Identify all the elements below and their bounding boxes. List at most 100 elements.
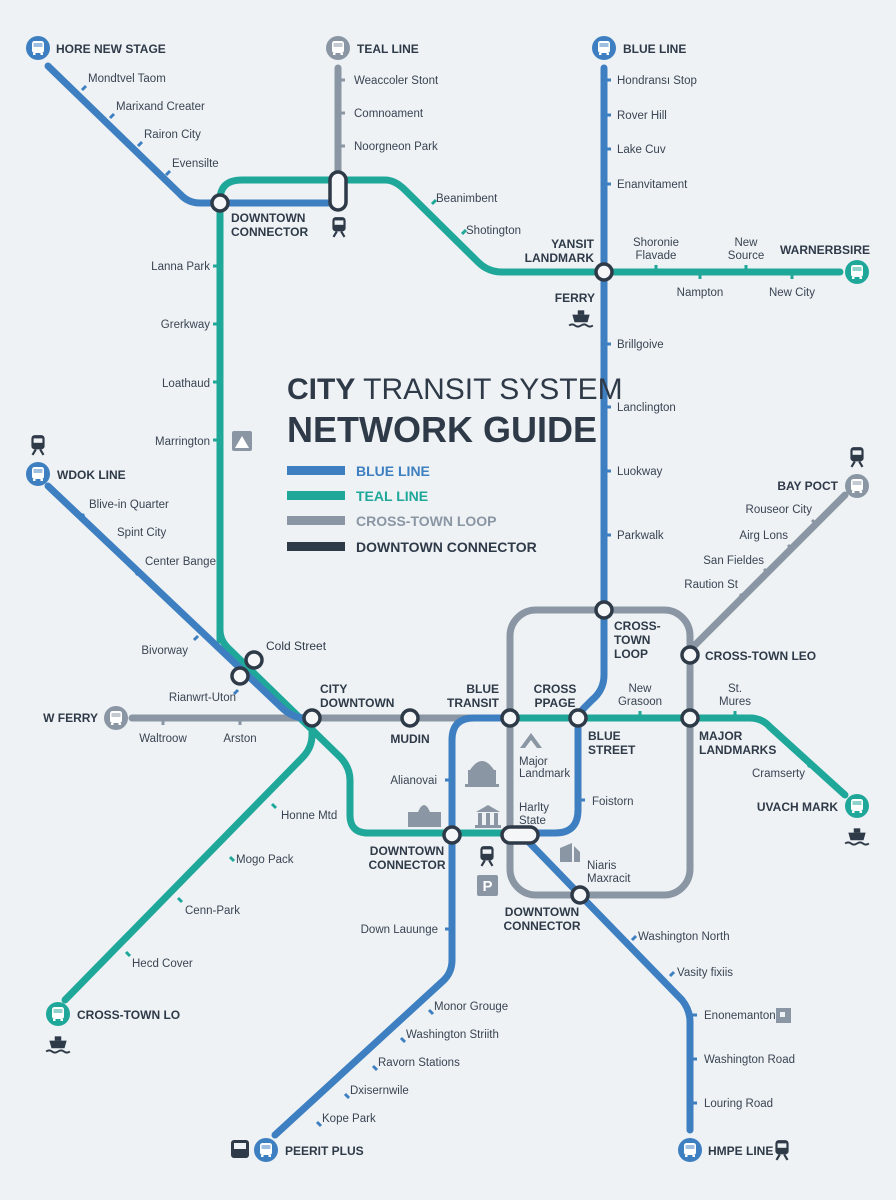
bus-icon bbox=[845, 474, 869, 498]
station-label: Enanvitament bbox=[617, 179, 688, 191]
station-label: Alianovai bbox=[390, 775, 437, 787]
station-label: MUDIN bbox=[390, 732, 429, 746]
train-icon bbox=[331, 216, 347, 238]
station-label: New bbox=[734, 237, 758, 249]
station-label: Nampton bbox=[677, 287, 724, 299]
station-label: Cenn-Park bbox=[185, 905, 240, 917]
train-icon bbox=[774, 1139, 790, 1161]
station-label: Cold Street bbox=[266, 639, 327, 653]
museum-icon bbox=[475, 805, 501, 828]
station-label: Monor Grouge bbox=[434, 1001, 508, 1013]
station-label: Lanna Park bbox=[151, 261, 210, 273]
interchange-labels: DOWNTOWN CONNECTOR YANSIT LANDMARK FERRY… bbox=[231, 211, 816, 933]
station-label: TEAL LINE bbox=[356, 488, 428, 504]
capitol-icon bbox=[465, 761, 499, 787]
parking-icon: P bbox=[477, 875, 498, 896]
capitol-icon bbox=[408, 805, 441, 827]
station-label: Parkwalk bbox=[617, 530, 664, 542]
station-label: P bbox=[482, 878, 492, 895]
station-label: WDOK LINE bbox=[57, 468, 126, 482]
station-label: Grasoon bbox=[618, 696, 662, 708]
station-label: DOWNTOWN bbox=[505, 905, 579, 919]
station-label: BLUE bbox=[466, 682, 499, 696]
station-label: CITY bbox=[320, 682, 347, 696]
station-label: MAJOR bbox=[699, 729, 743, 743]
station-label: CROSS- bbox=[614, 619, 661, 633]
station-label: Center Bange bbox=[145, 556, 216, 568]
station-ticks bbox=[78, 78, 818, 1128]
station-label: Rover Hill bbox=[617, 110, 667, 122]
station-label: Rouseor City bbox=[746, 504, 813, 516]
station-label: Spint City bbox=[117, 527, 166, 539]
landmark-icon bbox=[776, 1008, 791, 1023]
station-label: Loathaud bbox=[162, 378, 210, 390]
station-label: Hondransı Stop bbox=[617, 75, 697, 87]
station-label: Noorgneon Park bbox=[354, 141, 438, 153]
station-label: BAY POCT bbox=[777, 479, 838, 493]
landmark-icon bbox=[232, 431, 252, 451]
legend-item-teal-line: TEAL LINE bbox=[287, 488, 428, 504]
station-label: Blive-in Quarter bbox=[89, 499, 169, 511]
station-label: Arston bbox=[223, 733, 256, 745]
station-label: Marrington bbox=[155, 436, 210, 448]
train-icon bbox=[849, 446, 865, 468]
station-label: Honne Mtd bbox=[281, 810, 337, 822]
teal-line bbox=[61, 176, 849, 1004]
station-label: Washington North bbox=[638, 931, 730, 943]
station-label: Shoronie bbox=[633, 237, 679, 249]
landmark-icon bbox=[520, 733, 542, 748]
station-label: Evensilte bbox=[172, 158, 219, 170]
station-label: Marixand Creater bbox=[116, 101, 205, 113]
station-label: Flavade bbox=[636, 250, 677, 262]
station-label: FERRY bbox=[555, 291, 595, 305]
station-label: Niaris bbox=[587, 860, 617, 872]
station-label: PEERIT PLUS bbox=[285, 1144, 364, 1158]
legend-item-downtown-connector: DOWNTOWN CONNECTOR bbox=[287, 539, 537, 555]
station-label: DOWNTOWN bbox=[231, 211, 305, 225]
station-label: TRANSIT bbox=[447, 696, 500, 710]
bus-icon bbox=[845, 794, 869, 818]
station-label: W FERRY bbox=[43, 711, 98, 725]
station-label: Raution St bbox=[684, 579, 739, 591]
station-label: Washington Striith bbox=[406, 1029, 499, 1041]
station-label: Weaccoler Stont bbox=[354, 75, 439, 87]
station-label: Ravorn Stations bbox=[378, 1057, 460, 1069]
station-label: Mogo Pack bbox=[236, 854, 294, 866]
station-label: Dxisernwile bbox=[350, 1085, 409, 1097]
station-label: Grerkway bbox=[161, 319, 210, 331]
station-label: Kope Park bbox=[322, 1113, 376, 1125]
station-label: CROSS-TOWN LO bbox=[77, 1008, 180, 1022]
bus-icon bbox=[26, 462, 50, 486]
station-label: CROSS-TOWN LOOP bbox=[356, 513, 497, 529]
station-label: Rairon City bbox=[144, 129, 201, 141]
station-label: YANSIT bbox=[551, 237, 595, 251]
station-label: NETWORK GUIDE bbox=[287, 409, 597, 450]
blue-line bbox=[44, 62, 694, 1139]
station-labels: Mondtvel Taom Marixand Creater Rairon Ci… bbox=[88, 73, 815, 1125]
station-label: HMPE LINE bbox=[708, 1144, 773, 1158]
station-label: St. bbox=[728, 683, 742, 695]
station-label: CONNECTOR bbox=[368, 858, 445, 872]
station-label: Major bbox=[519, 756, 548, 768]
station-label: Foistorn bbox=[592, 796, 634, 808]
station-label: LOOP bbox=[614, 647, 648, 661]
station-label: Cramserty bbox=[752, 768, 805, 780]
station-label: Lanclington bbox=[617, 402, 676, 414]
station-label: San Fieldes bbox=[703, 555, 764, 567]
bus-icon bbox=[326, 36, 350, 60]
station-label: DOWNTOWN bbox=[320, 696, 394, 710]
bus-icon bbox=[104, 706, 128, 730]
station-label: UVACH MARK bbox=[757, 800, 838, 814]
terminal-labels: HORE NEW STAGE TEAL LINE BLUE LINE WARNE… bbox=[43, 42, 870, 1158]
interchange-circles bbox=[210, 170, 700, 905]
station-label: Brillgoive bbox=[617, 339, 664, 351]
station-label: CITY TRANSIT SYSTEM bbox=[287, 373, 623, 406]
station-label: Vasity fixiis bbox=[677, 967, 733, 979]
ferry-icon bbox=[45, 1035, 71, 1054]
station-label: Enonemanton bbox=[704, 1010, 776, 1022]
station-label: CONNECTOR bbox=[231, 225, 308, 239]
station-label: HORE NEW STAGE bbox=[56, 42, 166, 56]
train-icon bbox=[30, 434, 46, 456]
station-label: Lake Cuv bbox=[617, 144, 666, 156]
station-label: STREET bbox=[588, 743, 636, 757]
